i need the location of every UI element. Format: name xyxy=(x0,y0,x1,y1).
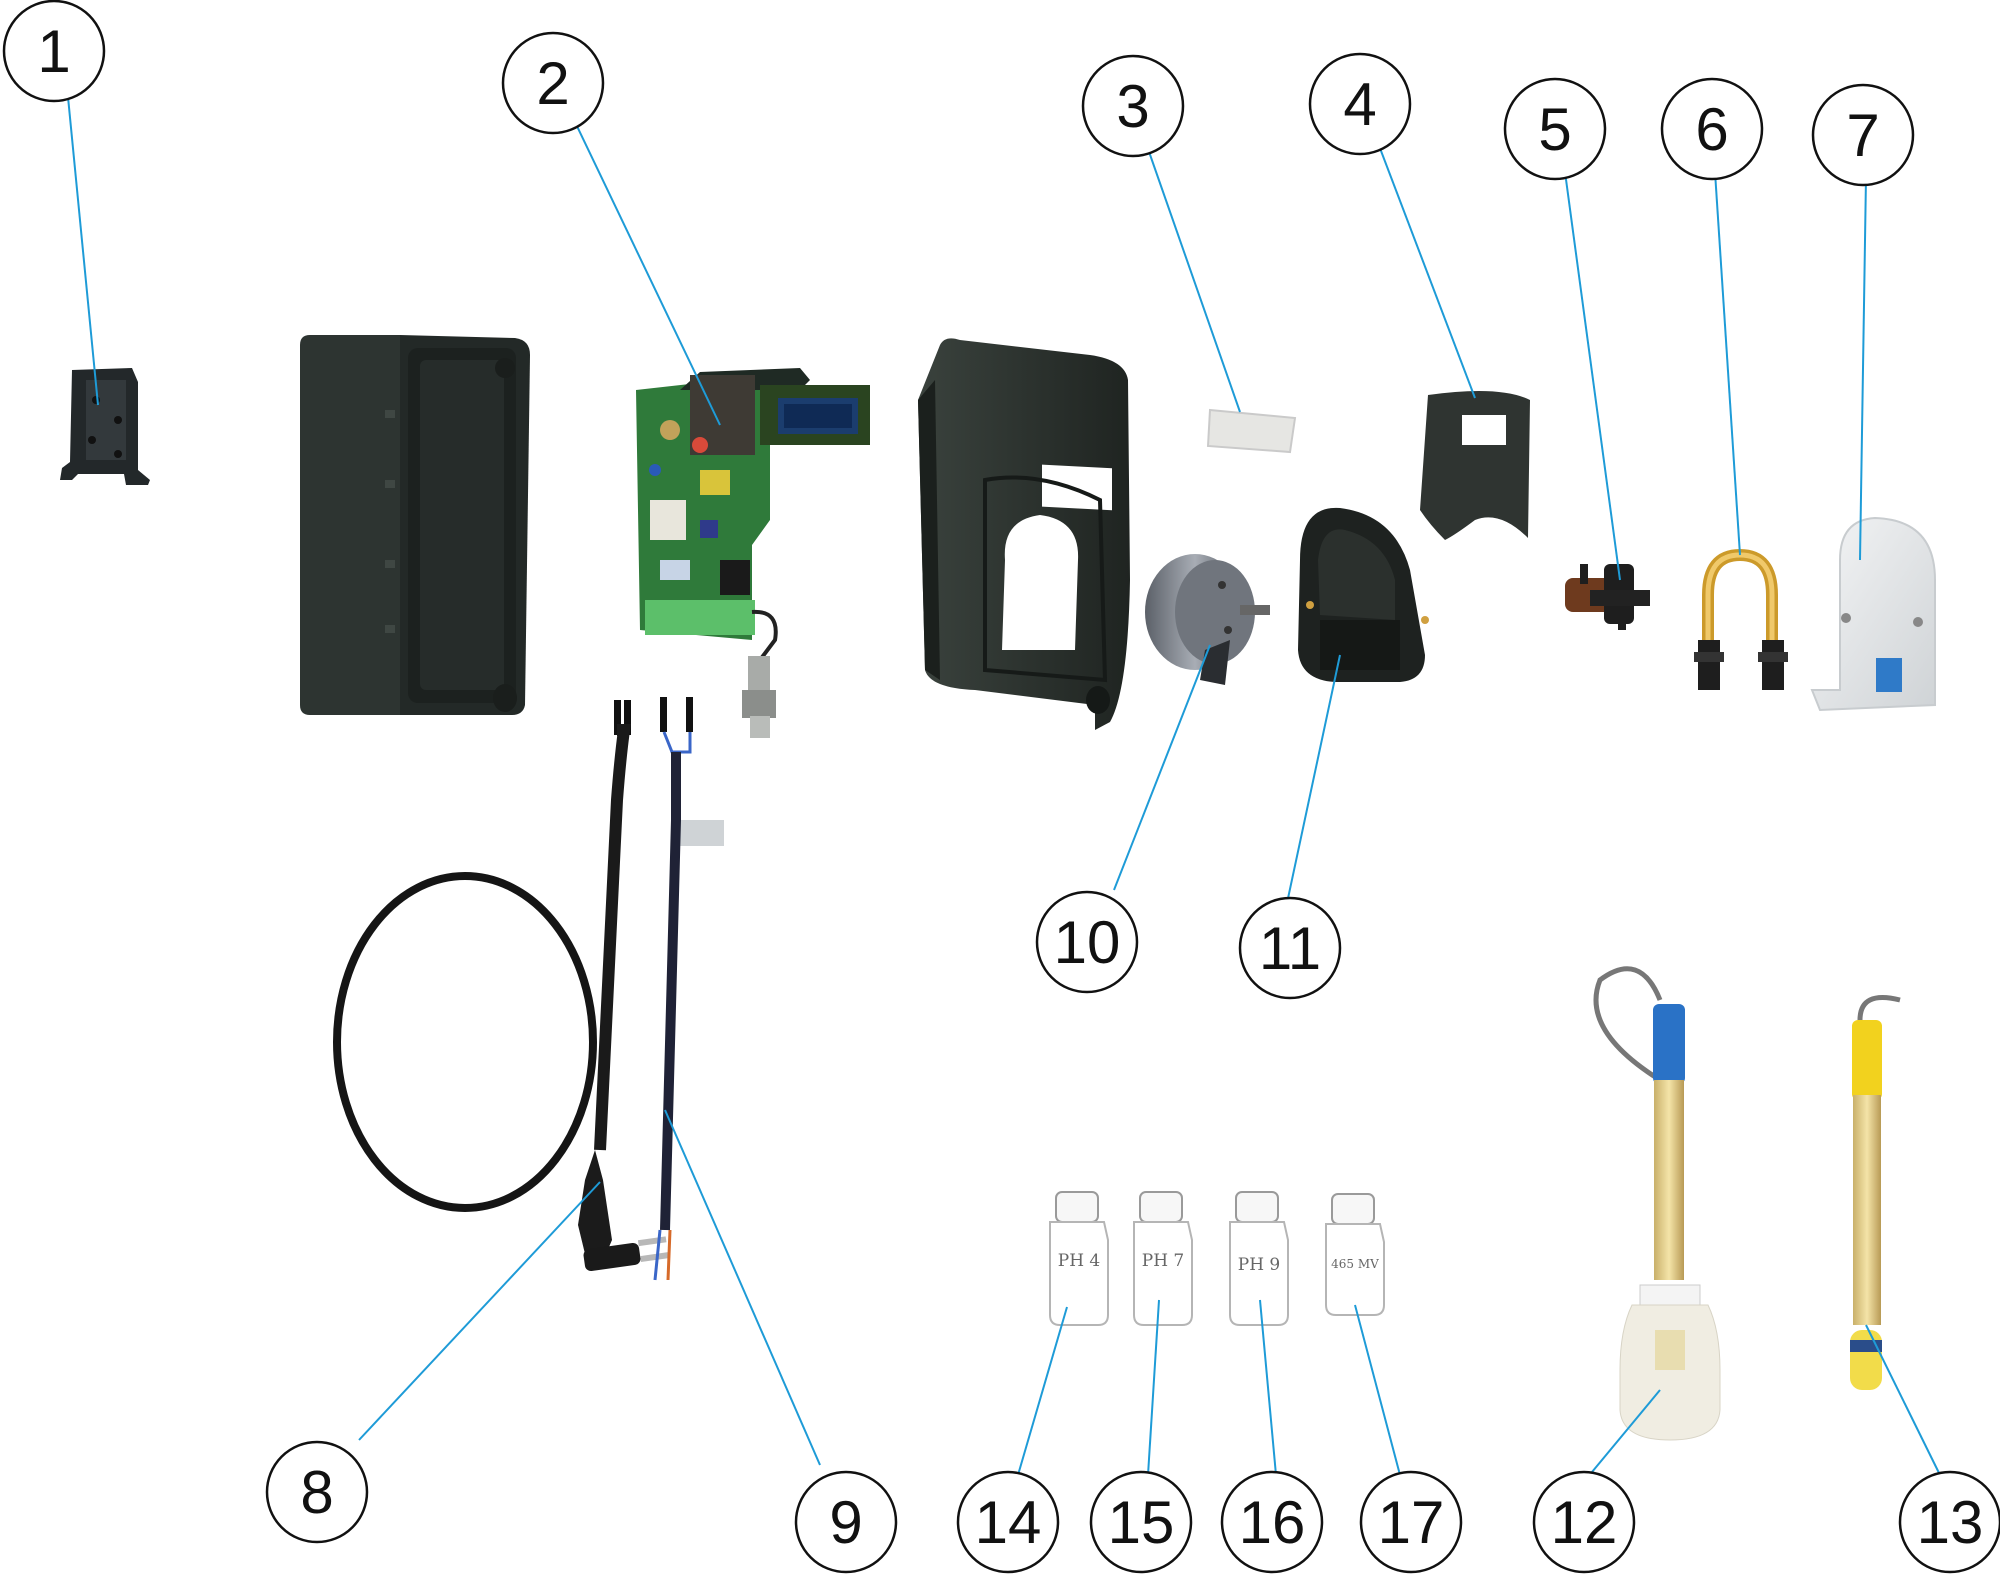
leader-line-2 xyxy=(574,121,721,426)
front-housing-cover xyxy=(918,338,1130,730)
housing-rear-box xyxy=(300,335,530,715)
callout-circle-16 xyxy=(1220,1470,1324,1574)
callout-circle-1 xyxy=(2,0,106,103)
leader-line-13 xyxy=(1865,1324,1941,1476)
callout-16: 16 xyxy=(1220,1470,1324,1574)
leader-line-15 xyxy=(1147,1299,1160,1476)
callout-7: 7 xyxy=(1811,83,1915,187)
callout-number-1: 1 xyxy=(37,18,70,85)
callout-1: 1 xyxy=(2,0,106,103)
callout-circle-7 xyxy=(1811,83,1915,187)
callout-circle-13 xyxy=(1898,1470,2000,1574)
callout-circle-4 xyxy=(1308,52,1412,156)
callout-number-14: 14 xyxy=(975,1489,1042,1556)
callout-circle-6 xyxy=(1660,77,1764,181)
callout-8: 8 xyxy=(265,1440,369,1544)
callout-number-5: 5 xyxy=(1538,96,1571,163)
part-14-bottle-ph4: PH 4 xyxy=(1049,1191,1109,1326)
callout-circle-12 xyxy=(1532,1470,1636,1574)
leader-line-17 xyxy=(1354,1304,1401,1476)
bottle-label-ph4: PH 4 xyxy=(1058,1251,1100,1271)
leader-lines xyxy=(67,96,1941,1476)
leader-line-6 xyxy=(1714,171,1741,556)
callout-circle-15 xyxy=(1089,1470,1193,1574)
part-17-bottle-465mv: 465 MV xyxy=(1325,1193,1385,1316)
callout-circle-9 xyxy=(794,1470,898,1574)
callout-3: 3 xyxy=(1081,54,1185,158)
part-1-wall-bracket xyxy=(60,368,150,485)
callout-circle-5 xyxy=(1503,77,1607,181)
callout-circle-11 xyxy=(1238,896,1342,1000)
callout-number-9: 9 xyxy=(829,1489,862,1556)
callout-circle-8 xyxy=(265,1440,369,1544)
part-3-display-window xyxy=(1206,408,1297,454)
leader-line-11 xyxy=(1286,654,1341,904)
callout-9: 9 xyxy=(794,1470,898,1574)
callout-number-11: 11 xyxy=(1259,915,1321,982)
bottle-label-ph7: PH 7 xyxy=(1142,1251,1184,1271)
callout-17: 17 xyxy=(1359,1470,1463,1574)
callout-5: 5 xyxy=(1503,77,1607,181)
part-16-bottle-ph9: PH 9 xyxy=(1229,1191,1289,1326)
leader-line-8 xyxy=(358,1181,601,1441)
callout-10: 10 xyxy=(1035,890,1139,994)
bottle-label-ph9: PH 9 xyxy=(1238,1255,1280,1275)
callout-12: 12 xyxy=(1532,1470,1636,1574)
callout-number-12: 12 xyxy=(1551,1489,1618,1556)
part-9-signal-cable xyxy=(653,697,724,1281)
leader-line-16 xyxy=(1259,1299,1277,1476)
callout-14: 14 xyxy=(956,1470,1060,1574)
leader-line-1 xyxy=(67,96,99,406)
part-5-valve xyxy=(1565,564,1650,630)
callout-number-7: 7 xyxy=(1846,102,1879,169)
leader-line-7 xyxy=(1859,176,1867,561)
callout-4: 4 xyxy=(1308,52,1412,156)
part-7-pump-cover xyxy=(1810,516,1936,712)
callout-circle-17 xyxy=(1359,1470,1463,1574)
callout-number-17: 17 xyxy=(1378,1489,1445,1556)
callout-circle-2 xyxy=(501,31,605,135)
part-2-electronic-board xyxy=(636,368,870,662)
callout-13: 13 xyxy=(1898,1470,2000,1574)
callout-number-10: 10 xyxy=(1054,909,1121,976)
callout-number-6: 6 xyxy=(1695,96,1728,163)
part-11-pump-head xyxy=(1298,507,1429,682)
leader-line-3 xyxy=(1146,145,1241,413)
callout-circle-10 xyxy=(1035,890,1139,994)
part-6-peristaltic-hose xyxy=(1694,548,1788,690)
callout-number-8: 8 xyxy=(300,1459,333,1526)
callout-number-13: 13 xyxy=(1917,1489,1984,1556)
bottle-label-465mv: 465 MV xyxy=(1331,1257,1379,1271)
part-15-bottle-ph7: PH 7 xyxy=(1133,1191,1193,1326)
callout-number-3: 3 xyxy=(1116,73,1149,140)
part-10-motor xyxy=(1145,554,1270,685)
callout-circle-3 xyxy=(1081,54,1185,158)
leader-line-4 xyxy=(1377,142,1476,399)
leader-line-5 xyxy=(1564,171,1621,581)
callout-15: 15 xyxy=(1089,1470,1193,1574)
callout-6: 6 xyxy=(1660,77,1764,181)
callout-circle-14 xyxy=(956,1470,1060,1574)
part-8-power-cable xyxy=(333,700,669,1272)
part-13-orp-probe xyxy=(1850,995,1901,1390)
callout-number-16: 16 xyxy=(1239,1489,1306,1556)
part-4-front-overlay xyxy=(1420,391,1530,540)
leader-line-14 xyxy=(1017,1306,1068,1476)
leader-line-10 xyxy=(1113,644,1211,891)
callout-2: 2 xyxy=(501,31,605,135)
leader-line-9 xyxy=(664,1109,821,1466)
callout-11: 11 xyxy=(1238,896,1342,1000)
leader-line-12 xyxy=(1591,1389,1661,1473)
callout-number-15: 15 xyxy=(1108,1489,1175,1556)
callout-number-4: 4 xyxy=(1343,71,1376,138)
bnc-connector xyxy=(742,656,776,738)
callout-number-2: 2 xyxy=(536,50,569,117)
part-12-ph-probe xyxy=(1593,966,1721,1441)
